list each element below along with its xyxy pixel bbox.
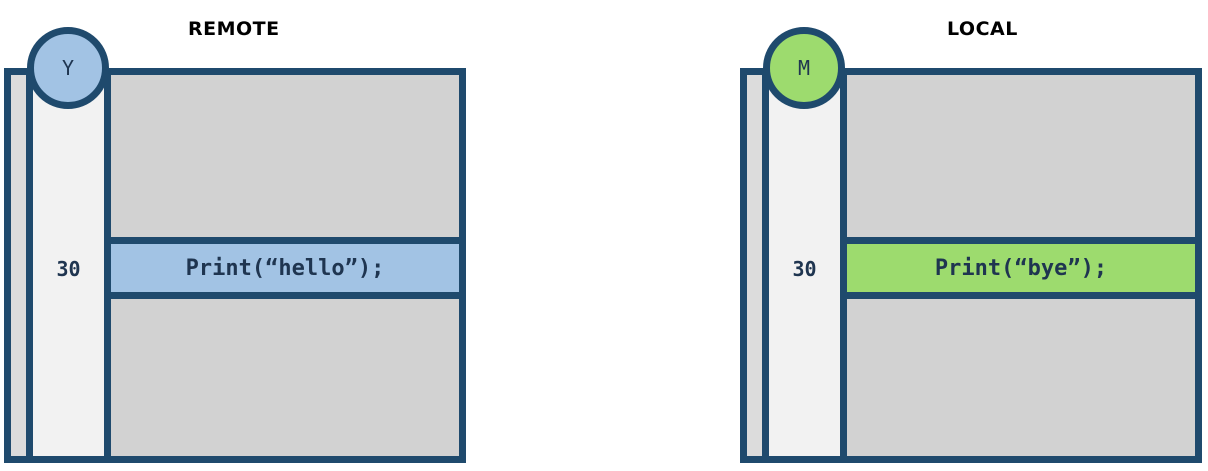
local-editor-pane: 30 Print(“bye”); — [740, 68, 1202, 463]
remote-user-avatar: Y — [27, 27, 109, 109]
remote-line-gutter: 30 — [33, 75, 111, 456]
local-left-strip — [747, 75, 769, 456]
remote-left-strip — [11, 75, 33, 456]
remote-title: REMOTE — [188, 18, 280, 40]
remote-code-line: Print(“hello”); — [111, 237, 459, 299]
local-line-gutter: 30 — [769, 75, 847, 456]
local-line-number: 30 — [792, 257, 817, 281]
local-user-avatar: M — [763, 27, 845, 109]
remote-editor-pane: 30 Print(“hello”); — [4, 68, 466, 463]
local-code-line: Print(“bye”); — [847, 237, 1195, 299]
local-title: LOCAL — [947, 18, 1018, 40]
remote-line-number: 30 — [56, 257, 81, 281]
